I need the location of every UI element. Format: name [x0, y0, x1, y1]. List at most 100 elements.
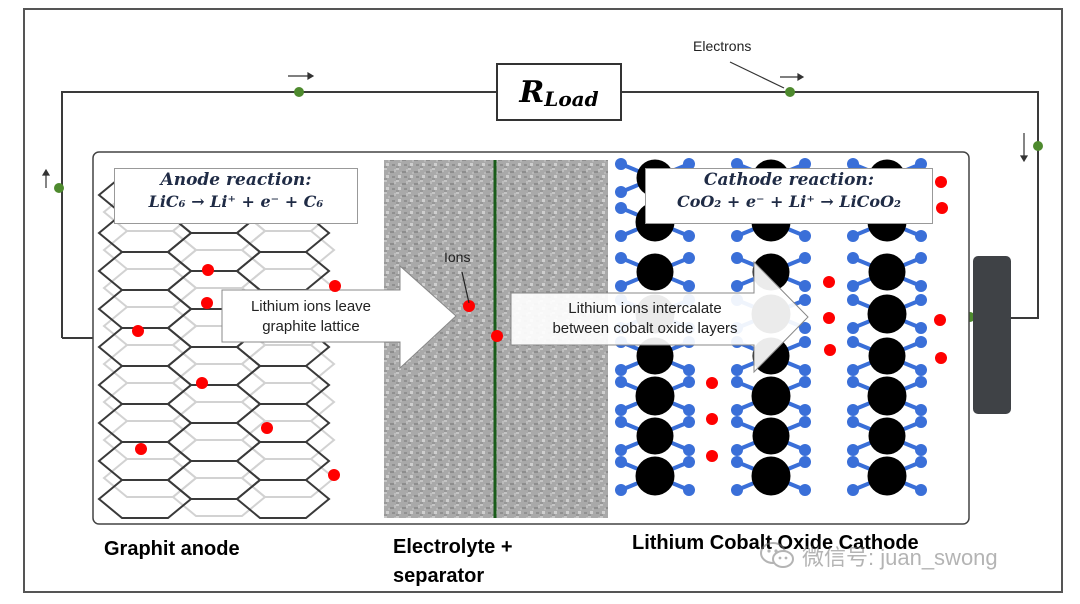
arrow-cathode-line1: Lithium ions intercalate: [568, 300, 722, 317]
oxygen-atom: [847, 158, 859, 170]
lithium-ion: [824, 344, 836, 356]
oxygen-atom: [847, 416, 859, 428]
oxygen-atom: [915, 252, 927, 264]
cobalt-atom: [867, 456, 907, 496]
cathode-reaction-equation: CoO₂ + e⁻ + Li⁺ → LiCoO₂: [676, 192, 902, 211]
anode-reaction-box: Anode reaction: LiC₆ → Li⁺ + e⁻ + C₆: [114, 168, 358, 224]
oxygen-atom: [615, 364, 627, 376]
oxygen-atom: [731, 484, 743, 496]
oxygen-atom: [847, 456, 859, 468]
oxygen-atom: [615, 444, 627, 456]
oxygen-atom: [731, 252, 743, 264]
lithium-ion: [261, 422, 273, 434]
load-label-main: R: [519, 74, 545, 110]
node-right: [1033, 141, 1043, 151]
cobalt-atom: [868, 337, 906, 375]
oxygen-atom: [847, 376, 859, 388]
oxygen-atom: [683, 230, 695, 242]
cobalt-atom: [868, 417, 906, 455]
lithium-ion: [201, 297, 213, 309]
arrow-anode-line2: graphite lattice: [262, 318, 360, 335]
oxygen-atom: [799, 336, 811, 348]
oxygen-atom: [799, 484, 811, 496]
anode-label: Graphit anode: [104, 538, 240, 560]
lithium-ion: [132, 325, 144, 337]
oxygen-atom: [683, 376, 695, 388]
oxygen-atom: [683, 158, 695, 170]
electron-arrow-right: [780, 72, 805, 82]
graphite-hexagon: [235, 479, 331, 519]
cobalt-atom: [635, 456, 675, 496]
oxygen-atom: [683, 252, 695, 264]
oxygen-atom: [847, 484, 859, 496]
oxygen-atom: [915, 404, 927, 416]
oxygen-atom: [731, 364, 743, 376]
oxygen-atom: [683, 484, 695, 496]
oxygen-atom: [915, 364, 927, 376]
node-left: [54, 183, 64, 193]
electrolyte-label-line1: Electrolyte +: [393, 536, 513, 558]
oxygen-atom: [799, 416, 811, 428]
lithium-ion: [706, 377, 718, 389]
oxygen-atom: [615, 404, 627, 416]
cobalt-atom: [636, 337, 674, 375]
arrow-cathode-line2: between cobalt oxide layers: [552, 320, 738, 337]
watermark-text: 微信号: juan_swong: [802, 545, 998, 570]
oxygen-atom: [731, 230, 743, 242]
watermark: 微信号: juan_swong: [760, 536, 1060, 576]
lithium-ion: [196, 377, 208, 389]
electrolyte-label-line2: separator: [393, 565, 485, 587]
lithium-ion: [463, 300, 475, 312]
electron-arrow-down: [1019, 133, 1029, 163]
oxygen-atom: [615, 456, 627, 468]
oxygen-atom: [615, 158, 627, 170]
oxygen-atom: [799, 444, 811, 456]
cobalt-atom: [752, 417, 790, 455]
oxygen-atom: [615, 376, 627, 388]
electron-arrow-up: [41, 168, 51, 188]
cobalt-atom: [867, 294, 907, 334]
oxygen-atom: [915, 322, 927, 334]
lithium-ion: [823, 276, 835, 288]
arrow-cathode-text: Lithium ions intercalate between cobalt …: [520, 299, 770, 339]
node-top-left: [294, 87, 304, 97]
oxygen-atom: [731, 158, 743, 170]
cathode-terminal: [973, 256, 1011, 414]
cobalt-atom: [751, 376, 791, 416]
lithium-ion: [936, 202, 948, 214]
graphite-layer-back: [102, 192, 336, 517]
lithium-ion: [491, 330, 503, 342]
ions-pointer: [461, 271, 470, 304]
oxygen-atom: [615, 186, 627, 198]
oxygen-atom: [731, 376, 743, 388]
oxygen-atom: [731, 456, 743, 468]
oxygen-atom: [915, 456, 927, 468]
lithium-ion: [329, 280, 341, 292]
cobalt-atom: [635, 376, 675, 416]
oxygen-atom: [847, 230, 859, 242]
oxygen-atom: [915, 336, 927, 348]
oxygen-atom: [683, 404, 695, 416]
ions-label: Ions: [444, 249, 471, 265]
electrons-pointer: [729, 61, 785, 89]
wechat-icon: [760, 542, 794, 568]
lithium-ion: [706, 450, 718, 462]
ion-flow-arrow-anode: [221, 264, 457, 370]
oxygen-atom: [915, 484, 927, 496]
oxygen-atom: [847, 336, 859, 348]
oxygen-atom: [915, 294, 927, 306]
cobalt-atom: [867, 376, 907, 416]
oxygen-atom: [615, 230, 627, 242]
oxygen-atom: [799, 376, 811, 388]
cobalt-atom: [636, 417, 674, 455]
lithium-ion: [823, 312, 835, 324]
oxygen-atom: [847, 404, 859, 416]
lithium-ion: [935, 176, 947, 188]
arrow-anode-text: Lithium ions leave graphite lattice: [226, 297, 396, 337]
lithium-ion: [934, 314, 946, 326]
oxygen-atom: [683, 364, 695, 376]
lithium-ion: [135, 443, 147, 455]
oxygen-atom: [799, 230, 811, 242]
